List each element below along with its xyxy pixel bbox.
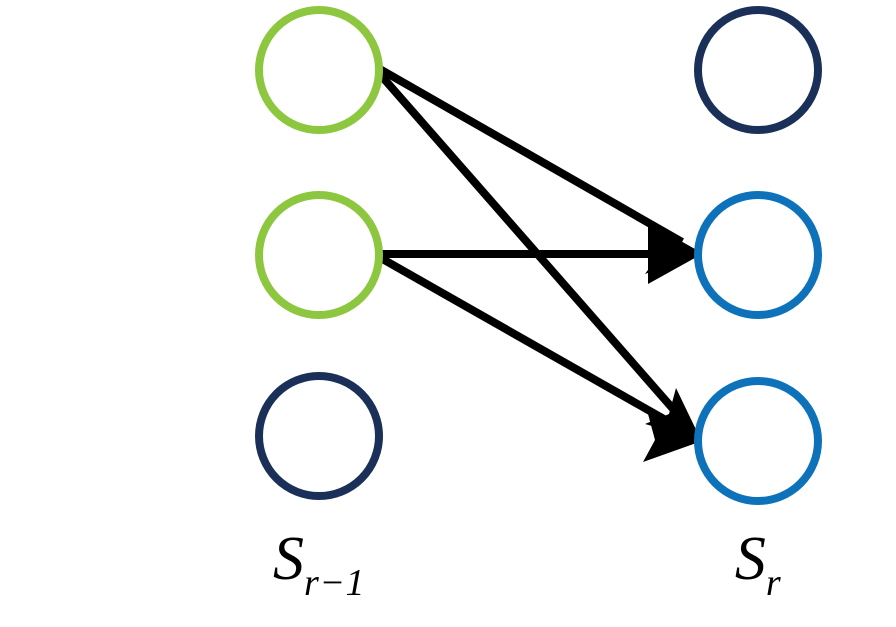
layer-label-right: Sr [668, 525, 848, 602]
edge-line [374, 69, 685, 421]
edge-L2-R3[interactable] [377, 253, 702, 462]
edge-line [376, 64, 684, 246]
layer-label-right-base: S [734, 525, 766, 593]
node-R1[interactable] [694, 6, 822, 134]
layer-label-left-subscript: r−1 [304, 562, 365, 604]
arrowhead-icon [648, 224, 702, 284]
layer-label-left: Sr−1 [219, 525, 419, 602]
layer-label-right-subscript: r [765, 562, 782, 604]
node-L2[interactable] [255, 191, 383, 319]
edge-group [374, 64, 702, 462]
edge-L2-R2[interactable] [378, 224, 702, 284]
node-R3[interactable] [694, 377, 822, 505]
node-L3[interactable] [255, 372, 383, 500]
edge-line [377, 253, 680, 431]
arrowhead-icon [643, 414, 702, 462]
node-L1[interactable] [255, 6, 383, 134]
layer-label-left-base: S [273, 525, 305, 593]
node-group [255, 6, 822, 505]
node-R2[interactable] [694, 191, 822, 319]
